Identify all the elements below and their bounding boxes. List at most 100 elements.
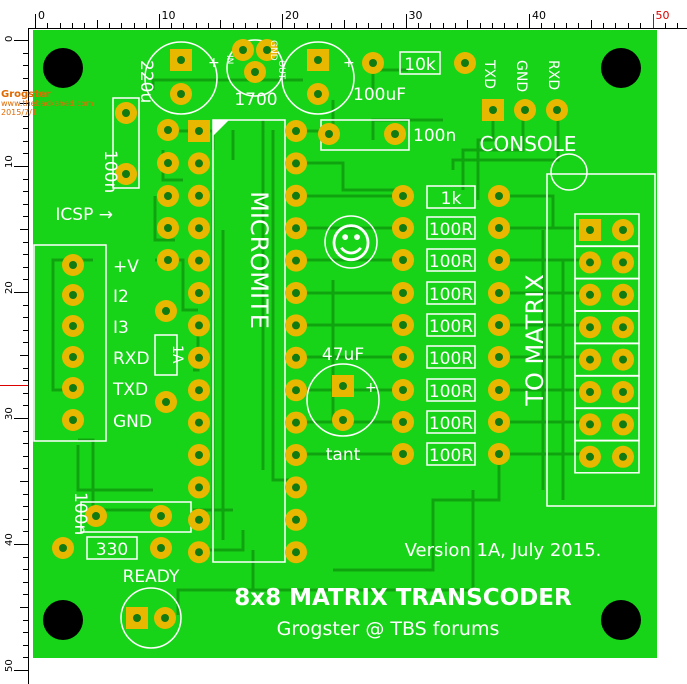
ruler-tick [23,266,28,268]
res-100r-outline [426,313,476,337]
res-100r-label: 100R [429,285,473,305]
pad-hole [586,355,594,364]
res-330-outline [86,536,138,560]
pad-hole [399,321,407,329]
pad-hole [586,258,594,267]
ruler-tick [23,518,28,520]
ruler-tick [23,216,28,218]
pad-hole [399,450,407,458]
ruler-tick [566,23,568,28]
ruler-tick [23,430,28,432]
ruler-tick [615,23,617,28]
ruler-tick [195,23,197,28]
pad-hole [69,322,77,330]
ruler-tick [23,455,28,457]
pad-hole [495,450,503,458]
pcb-trace [499,194,585,230]
watermark: Grogster www.thebackshed.com 2015/7/1 [1,89,94,118]
matrix-key-notch [550,153,588,191]
chip-outline [212,119,286,563]
ruler-tick [491,23,493,28]
ruler-tick [133,23,135,28]
pad-hole [195,321,203,330]
res-100r-outline [426,345,476,369]
cap-100uf-plus: + [343,55,355,71]
smiley-face [324,215,378,269]
smiley-glyph: ☺ [329,219,373,268]
ruler-label: 20 [4,281,15,294]
ruler-tick [220,20,222,28]
ruler-tick [257,23,259,28]
res-100r-outline [426,248,476,272]
ruler-tick [23,90,28,92]
pad-hole [177,56,185,64]
pad-hole [619,355,627,364]
cap-100n-top-label: 100n [413,126,456,146]
reg-pin-in: IN [224,55,234,64]
pad-hole [619,226,627,234]
pad-hole [339,382,347,390]
pad-hole [92,512,100,520]
pad-hole [586,323,594,332]
res-100r-label: 100R [429,220,473,240]
pad-hole [391,130,399,138]
ruler-tick [23,657,28,659]
ruler-tick [553,23,555,28]
res-100r-label: 100R [429,252,473,272]
ruler-tick [393,23,395,28]
reg-pin-out: OUT [276,60,286,80]
pad-hole [586,420,594,429]
matrix-header-outline [546,173,656,507]
ruler-tick [23,329,28,331]
pad-hole [495,256,503,264]
pad-hole [495,192,503,200]
ruler-tick [23,405,28,407]
ruler-label: 30 [4,407,15,420]
ruler-tick [467,20,469,28]
ruler-tick [23,619,28,621]
res-1k-outline [426,185,476,209]
ruler-tick [590,20,592,28]
pad-hole [399,353,407,361]
ruler-tick [442,23,444,28]
pad-hole [195,548,203,557]
pad-hole [586,388,594,396]
pcb-trace [176,550,255,615]
ruler-tick [541,23,543,28]
cap-100uf-outline [281,41,355,115]
ruler-tick [23,241,28,243]
res-100r-label: 100R [429,414,473,434]
header-pin-label: TXD [112,380,148,400]
ruler-tick [269,23,271,28]
ruler-tick [23,128,28,130]
ruler-tick [677,23,679,28]
pad-hole [164,126,172,134]
pad-hole [292,353,300,362]
mounting-hole [601,600,641,640]
ruler-tick [23,493,28,495]
pad-hole [292,548,300,557]
ruler-tick [23,304,28,306]
res-100r-label: 100R [429,349,473,369]
ruler-tick [14,544,28,545]
pad-hole [59,544,67,552]
ruler-tick [23,279,28,281]
pad-hole [619,258,627,267]
header-pin-label: I2 [113,287,129,307]
pcb-trace [333,454,501,572]
pad-hole [195,386,203,395]
pad-hole [619,290,627,299]
pad-hole [586,226,594,234]
res-100r-outline [426,216,476,240]
pad-hole [195,353,203,362]
pad-hole [586,290,594,299]
pad-hole [292,451,300,459]
ruler-tick [170,23,172,28]
fuse-outline [154,334,178,376]
console-pin-label: RXD [545,60,561,90]
ruler-label: 40 [4,533,15,546]
pad-hole [292,224,300,233]
